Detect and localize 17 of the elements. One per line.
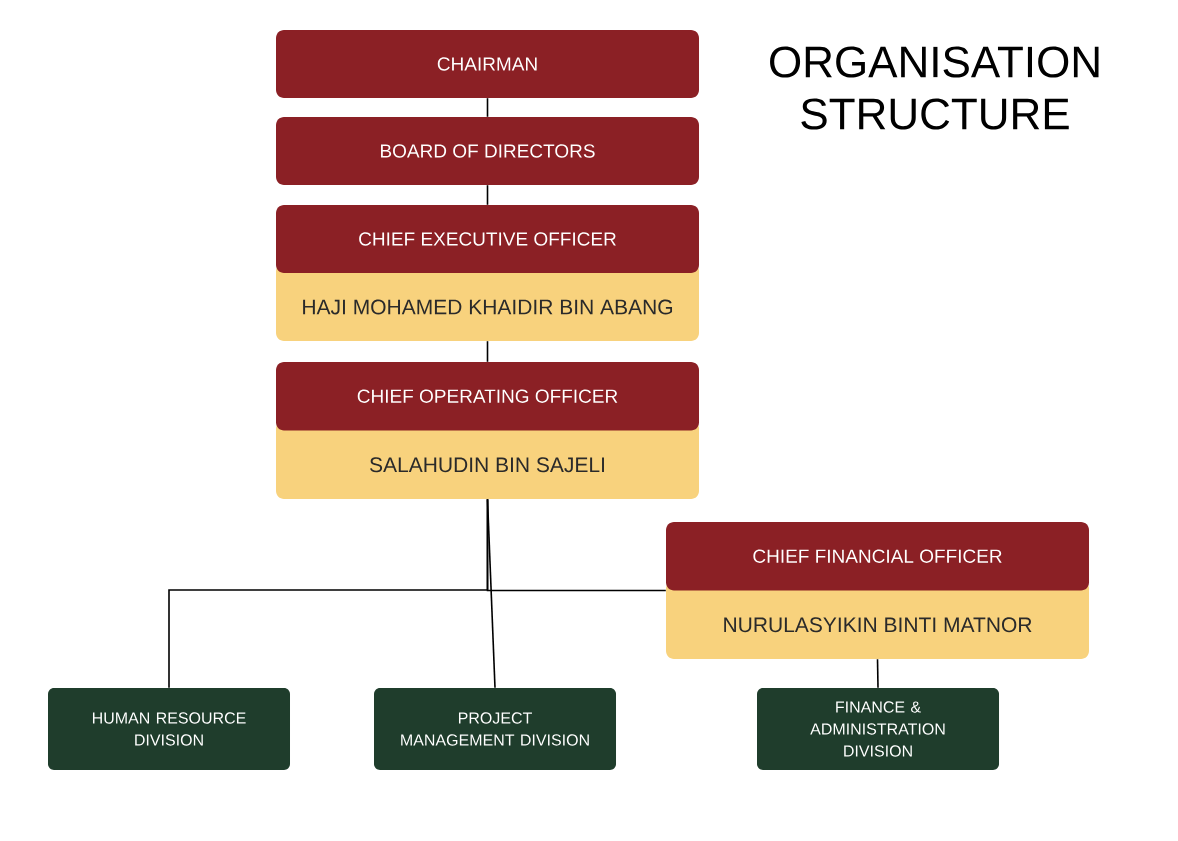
role-box: CHIEF OPERATING OFFICER SALAHUDIN BIN SAJELI — [276, 362, 699, 499]
node-label: CHIEF OPERATING OFFICER — [357, 389, 618, 403]
role-box: CHIEF FINANCIAL OFFICER NURULASYIKIN BINTI MATNOR — [666, 522, 1089, 659]
connector-line — [486, 97, 489, 118]
role-box: CHAIRMAN — [276, 30, 699, 98]
role-box: BOARD OF DIRECTORS — [276, 117, 699, 185]
division-box: PROJECT MANAGEMENT DIVISION — [374, 688, 616, 770]
connector-line — [486, 184, 489, 206]
connector-line — [876, 658, 879, 689]
node-label: CHIEF EXECUTIVE OFFICER — [359, 232, 616, 246]
connector-line — [486, 498, 667, 592]
division-box: HUMAN RESOURCE DIVISION — [48, 688, 290, 770]
title: ORGANISATION STRUCTURE — [770, 46, 1099, 130]
node-label: CHIEF FINANCIAL OFFICER — [753, 549, 1002, 563]
division-box: FINANCE & ADMINISTRATION DIVISION — [757, 688, 999, 770]
connector-line — [486, 340, 489, 363]
role-box: CHIEF EXECUTIVE OFFICER HAJI MOHAMED KHAIDIR BIN ABANG — [276, 205, 699, 341]
